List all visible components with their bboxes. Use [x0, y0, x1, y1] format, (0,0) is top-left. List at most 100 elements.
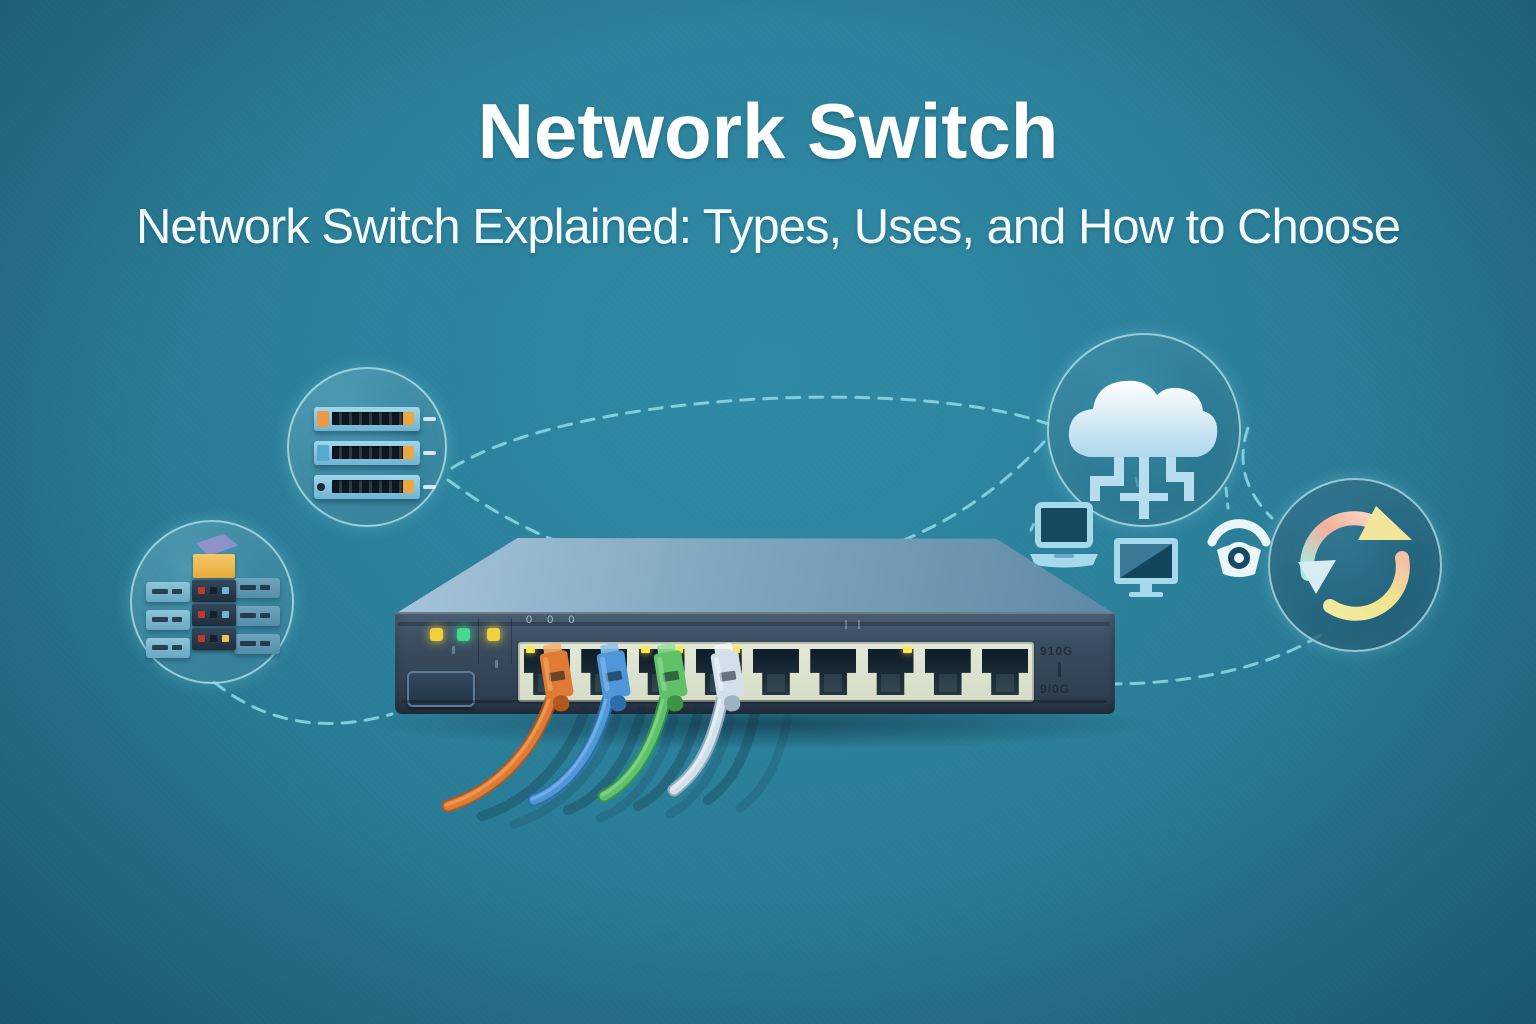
module-slot [152, 589, 168, 594]
rj45-port [810, 649, 857, 695]
rj45-port [524, 647, 570, 695]
rj45-port-cutout [982, 649, 1028, 695]
rj45-port-cutout [695, 649, 742, 695]
server-rack-icon [132, 522, 292, 682]
monitor-icon [1114, 538, 1178, 597]
server-rack-bubble [130, 520, 294, 684]
seam-tick [858, 620, 860, 629]
panel-glyph [495, 660, 498, 668]
row-indicator [210, 587, 217, 594]
unit-cable-dash [423, 417, 436, 421]
cloud-icon [1068, 380, 1218, 519]
stacked-switch-unit [314, 475, 420, 499]
dashed-cloud-to-sync [1241, 426, 1274, 520]
rj45-port [638, 647, 685, 695]
cloud-bubble [1047, 333, 1241, 527]
panel-seam [398, 622, 1110, 626]
yellow-led [430, 628, 443, 641]
rj45-port [867, 647, 914, 695]
port-activity-led [902, 647, 912, 653]
dashed-stack-to-switch [446, 478, 560, 544]
unit-port-slots [332, 480, 404, 493]
module-slot [260, 585, 270, 590]
port-activity-led [673, 647, 683, 653]
unit-cap [317, 445, 329, 461]
rj45-port [924, 649, 971, 695]
unit-port-slots [332, 446, 404, 459]
panel-divider [511, 618, 512, 664]
module-slot [172, 645, 182, 650]
sync-arrows-icon [1298, 506, 1412, 621]
unit-port-slots [332, 412, 404, 425]
server-tower-row [192, 628, 236, 650]
panel-glyph [452, 646, 455, 654]
module-slot [240, 641, 256, 646]
unit-cable-dash [423, 451, 436, 455]
unit-uplink-nub [403, 446, 414, 459]
row-indicator [210, 635, 217, 642]
server-module-right [234, 578, 280, 598]
panel-groove [401, 700, 1107, 703]
switch-stack-bubble [287, 367, 447, 527]
row-indicator [198, 635, 205, 642]
rj45-port [581, 649, 628, 695]
stacked-switch-unit [314, 407, 420, 431]
network-switch: 0 0 0 910G 9/0G [395, 612, 1115, 714]
unit-cap [317, 411, 329, 427]
unit-uplink-nub [403, 412, 414, 425]
server-tower-row [192, 604, 236, 626]
green-led [457, 628, 470, 641]
module-slot [172, 617, 182, 622]
row-indicator [198, 587, 205, 594]
server-module-left [146, 610, 190, 630]
rj45-port [753, 649, 799, 695]
yellow-led [487, 628, 500, 641]
server-top-front [193, 554, 235, 578]
rj45-port-cutout [924, 649, 971, 695]
switch-top-face [395, 538, 1115, 614]
port-label-bottom: 9/0G [1040, 682, 1071, 696]
server-tower-row [192, 580, 236, 602]
server-module-right [234, 634, 280, 654]
server-module-left [146, 638, 190, 658]
port-label-divider [1058, 662, 1061, 677]
row-indicator [210, 611, 217, 618]
page-title: Network Switch [477, 87, 1059, 175]
module-slot [240, 585, 256, 590]
dashed-arc-top [450, 395, 1050, 470]
rj45-port-cutout [638, 649, 685, 695]
port-activity-led [640, 647, 650, 653]
rj45-port [695, 647, 742, 695]
row-indicator [198, 611, 205, 618]
row-indicator [222, 611, 229, 618]
server-module-right [234, 606, 280, 626]
port-activity-led [730, 647, 740, 653]
rj45-port-cutout [753, 649, 799, 695]
port-activity-led [526, 647, 535, 653]
stacked-switch-unit [314, 441, 420, 465]
server-module-left [146, 582, 190, 602]
headline-block: Network Switch Network Switch Explained:… [0, 0, 1536, 255]
module-slot [152, 617, 168, 622]
port-bezel [518, 642, 1034, 702]
laptop-icon [1030, 502, 1098, 568]
rj45-port [982, 649, 1028, 695]
module-slot [172, 589, 182, 594]
rj45-port-cutout [867, 649, 914, 695]
module-slot [240, 613, 256, 618]
rj45-port-cutout [581, 649, 628, 695]
module-slot [260, 641, 270, 646]
sync-bubble [1268, 478, 1442, 652]
module-slot [260, 613, 270, 618]
dashed-cloud-to-switch [864, 440, 1046, 556]
row-indicator [222, 635, 229, 642]
rj45-port-cutout [810, 649, 857, 695]
panel-digits: 0 0 0 [526, 614, 581, 626]
panel-divider [478, 618, 479, 664]
row-indicator [222, 587, 229, 594]
module-slot [152, 645, 168, 650]
unit-cap [317, 483, 325, 491]
seam-tick [845, 620, 847, 629]
unit-cable-dash [423, 485, 436, 489]
